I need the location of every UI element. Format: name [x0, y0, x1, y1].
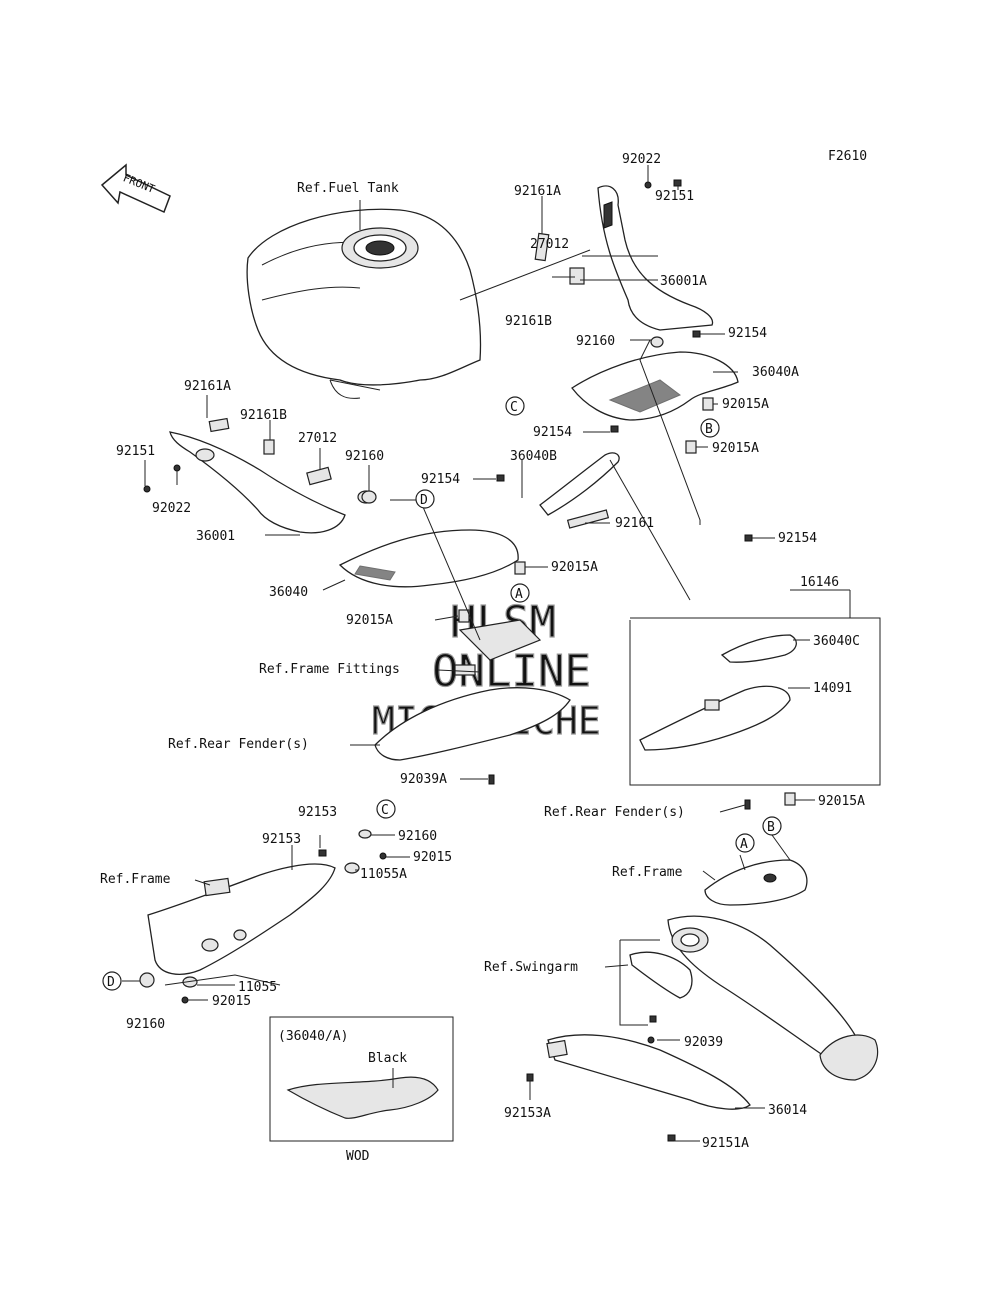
- callout-d-bottom: D: [107, 975, 115, 990]
- callout-c-bottom: C: [381, 803, 389, 818]
- label-92015-b: 92015: [212, 994, 251, 1009]
- inset-color-label: Black: [368, 1051, 407, 1066]
- label-16146: 16146: [800, 575, 839, 590]
- label-36001A: 36001A: [660, 274, 707, 289]
- inset-title: (36040/A): [278, 1029, 348, 1044]
- label-36040A: 36040A: [752, 365, 799, 380]
- label-92160-d: 92160: [126, 1017, 165, 1032]
- callout-circles: C B D A C D A B: [102, 396, 782, 991]
- label-92161A-b: 92161A: [184, 379, 231, 394]
- label-ref-frame-2: Ref.Frame: [612, 865, 683, 880]
- callout-d-top: D: [420, 493, 428, 508]
- label-92161B-b: 92161B: [240, 408, 287, 423]
- label-92153-b: 92153: [262, 832, 301, 847]
- lower-frame-drawing: [139, 863, 336, 988]
- callout-b-top: B: [705, 422, 713, 437]
- label-92154-b: 92154: [533, 425, 572, 440]
- part-36040-drawing: [338, 529, 519, 588]
- label-92039: 92039: [684, 1035, 723, 1050]
- part-36040A-drawing: [571, 351, 739, 421]
- label-36001: 36001: [196, 529, 235, 544]
- label-92015A-b: 92015A: [712, 441, 759, 456]
- callout-a-mid: A: [515, 587, 523, 602]
- label-92022-b: 92022: [152, 501, 191, 516]
- inset-footer: WOD: [346, 1149, 370, 1164]
- label-36040: 36040: [269, 585, 308, 600]
- part-36040B-drawing: [539, 452, 620, 529]
- label-92160-b: 92160: [345, 449, 384, 464]
- label-11055A: 11055A: [360, 867, 407, 882]
- right-frame-bracket-drawing: [704, 859, 808, 906]
- label-ref-swingarm: Ref.Swingarm: [484, 960, 578, 975]
- label-ref-rear-fender-1: Ref.Rear Fender(s): [168, 737, 309, 752]
- label-92160-a: 92160: [576, 334, 615, 349]
- label-ref-frame-1: Ref.Frame: [100, 872, 171, 887]
- callout-a-bottom: A: [740, 837, 748, 852]
- label-92154-a: 92154: [728, 326, 767, 341]
- label-27012-b: 27012: [298, 431, 337, 446]
- label-ref-frame-fittings: Ref.Frame Fittings: [259, 662, 400, 677]
- front-arrow-icon: FRONT: [100, 163, 171, 214]
- label-92015A-c: 92015A: [551, 560, 598, 575]
- label-92015-a: 92015: [413, 850, 452, 865]
- label-92153A: 92153A: [504, 1106, 551, 1121]
- label-92015A-e: 92015A: [818, 794, 865, 809]
- label-92160-c: 92160: [398, 829, 437, 844]
- label-92151A: 92151A: [702, 1136, 749, 1151]
- label-92154-d: 92154: [778, 531, 817, 546]
- rear-fender-drawing: [374, 619, 571, 761]
- label-ref-rear-fender-2: Ref.Rear Fender(s): [544, 805, 685, 820]
- label-14091: 14091: [813, 681, 852, 696]
- part-labels: Ref.Fuel Tank 92022 92161A 92151 27012 3…: [100, 152, 865, 1151]
- callout-b-bottom: B: [767, 820, 775, 835]
- label-92151-b: 92151: [116, 444, 155, 459]
- label-92154-c: 92154: [421, 472, 460, 487]
- part-36001A-drawing: [534, 185, 714, 331]
- label-27012-a: 27012: [530, 237, 569, 252]
- label-92161: 92161: [615, 516, 654, 531]
- figure-code: F2610: [828, 149, 867, 164]
- part-16146-drawing: [639, 634, 797, 751]
- label-92015A-d: 92015A: [346, 613, 393, 628]
- label-11055: 11055: [238, 980, 277, 995]
- label-92151-a: 92151: [655, 189, 694, 204]
- label-36040B: 36040B: [510, 449, 557, 464]
- label-36040C: 36040C: [813, 634, 860, 649]
- callout-c-top: C: [510, 400, 518, 415]
- leader-lines: [122, 165, 815, 1142]
- part-36001-drawing: [169, 417, 375, 534]
- label-92039A: 92039A: [400, 772, 447, 787]
- swingarm-drawing: [546, 915, 879, 1110]
- label-92015A-a: 92015A: [722, 397, 769, 412]
- label-ref-fuel-tank: Ref.Fuel Tank: [297, 181, 399, 196]
- label-92153-a: 92153: [298, 805, 337, 820]
- fuel-tank-drawing: [246, 208, 482, 399]
- inset-box: (36040/A) Black WOD: [269, 1016, 454, 1164]
- label-92161B-a: 92161B: [505, 314, 552, 329]
- label-36014: 36014: [768, 1103, 807, 1118]
- label-92161A-a: 92161A: [514, 184, 561, 199]
- label-92022-a: 92022: [622, 152, 661, 167]
